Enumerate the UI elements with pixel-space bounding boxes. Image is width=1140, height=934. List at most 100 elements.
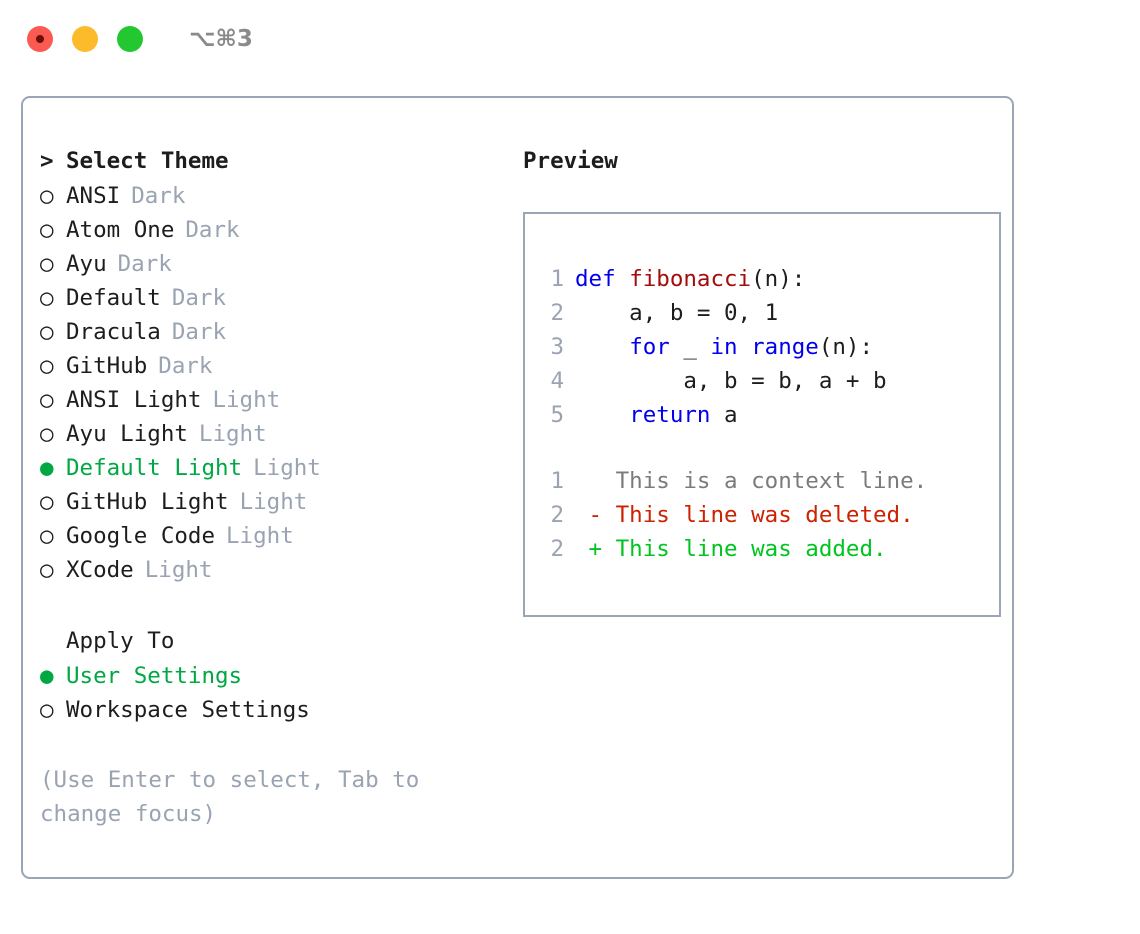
theme-list-item[interactable]: ○ Default Dark xyxy=(40,281,510,315)
apply-to-header-spacer-icon: ○ xyxy=(40,624,66,658)
theme-name-label: XCode xyxy=(66,557,134,583)
maximize-window-button[interactable] xyxy=(117,26,143,52)
diff-spacer xyxy=(544,432,999,464)
preview-box: 1 def fibonacci(n): 2 a, b = 0, 1 3 for _ i… xyxy=(523,212,1001,617)
theme-variant-badge: Dark xyxy=(117,251,172,277)
radio-unselected-icon: ○ xyxy=(40,697,54,723)
theme-list-item[interactable]: ○ Google Code Light xyxy=(40,519,510,553)
preview-title: Preview xyxy=(523,148,618,174)
radio-unselected-icon: ○ xyxy=(40,421,54,447)
keyboard-hint-text: (Use Enter to select, Tab to change focu… xyxy=(40,767,420,827)
radio-unselected-icon: ○ xyxy=(40,387,54,413)
theme-variant-badge: Dark xyxy=(171,319,227,345)
apply-to-option-label: Workspace Settings xyxy=(66,697,310,723)
code-token xyxy=(575,402,629,428)
theme-name-label: ANSI xyxy=(66,183,121,209)
apply-to-header-label: Apply To xyxy=(66,628,175,654)
theme-list-item[interactable]: ○ Dracula Dark xyxy=(40,315,510,349)
theme-variant-badge: Light xyxy=(212,387,281,413)
theme-name-label: Ayu xyxy=(66,251,107,277)
line-number: 1 xyxy=(550,266,564,292)
window-controls xyxy=(27,26,143,52)
title-bar: ⌥⌘3 xyxy=(0,0,1140,78)
theme-variant-badge: Light xyxy=(226,523,294,549)
theme-list-item[interactable]: ○ GitHub Dark xyxy=(40,349,510,383)
theme-variant-badge: Dark xyxy=(158,353,213,379)
radio-selected-icon: ● xyxy=(40,455,54,481)
line-number: 3 xyxy=(550,334,564,360)
radio-selected-icon: ● xyxy=(40,663,54,689)
code-token: def xyxy=(575,266,630,292)
code-token: for xyxy=(629,334,670,360)
radio-unselected-icon: ○ xyxy=(40,285,54,311)
code-token: a, b = b, a + b xyxy=(575,368,887,394)
caret-prefix-icon: > xyxy=(40,148,54,174)
radio-unselected-icon: ○ xyxy=(40,523,54,549)
theme-name-label: GitHub xyxy=(66,353,148,379)
theme-list-item[interactable]: ● Default Light Light xyxy=(40,451,510,485)
code-token: _ xyxy=(669,334,711,360)
close-window-button[interactable] xyxy=(27,26,53,52)
line-number: 5 xyxy=(550,402,564,428)
theme-name-label: GitHub Light xyxy=(66,489,229,515)
theme-variant-badge: Dark xyxy=(131,183,186,209)
apply-to-options: ● User Settings ○ Workspace Settings xyxy=(40,659,510,727)
code-token xyxy=(738,334,752,360)
diff-line-text: - This line was deleted. xyxy=(575,502,914,528)
theme-variant-badge: Light xyxy=(239,489,308,515)
theme-name-label: Google Code xyxy=(66,523,216,549)
code-token: in xyxy=(710,334,738,360)
apply-to-option-label: User Settings xyxy=(66,663,243,689)
theme-list-item[interactable]: ○ ANSI Light Light xyxy=(40,383,510,417)
line-number: 1 xyxy=(550,468,564,494)
radio-unselected-icon: ○ xyxy=(40,353,54,379)
apply-to-option[interactable]: ● User Settings xyxy=(40,659,510,693)
theme-variant-badge: Light xyxy=(198,421,267,447)
theme-list-item[interactable]: ○ Ayu Dark xyxy=(40,247,510,281)
apply-to-header: ○Apply To xyxy=(40,624,510,658)
section-spacer xyxy=(40,587,510,624)
code-sample: 1 def fibonacci(n): 2 a, b = 0, 1 3 for _ i… xyxy=(544,262,999,432)
theme-name-label: Dracula xyxy=(66,319,161,345)
theme-variant-badge: Dark xyxy=(171,285,227,311)
minimize-window-button[interactable] xyxy=(72,26,98,52)
theme-name-label: ANSI Light xyxy=(66,387,202,413)
apply-to-option[interactable]: ○ Workspace Settings xyxy=(40,693,510,727)
diff-line: 2 + This line was added. xyxy=(544,532,999,566)
theme-name-label: Default xyxy=(66,285,161,311)
theme-name-label: Default Light xyxy=(66,455,243,481)
diff-line: 1 This is a context line. xyxy=(544,464,999,498)
theme-list-item[interactable]: ○ ANSI Dark xyxy=(40,179,510,213)
select-theme-header: > Select Theme xyxy=(40,144,510,178)
radio-unselected-icon: ○ xyxy=(40,183,54,209)
keyboard-shortcut-label: ⌥⌘3 xyxy=(189,26,253,52)
theme-variant-badge: Light xyxy=(253,455,321,481)
radio-unselected-icon: ○ xyxy=(40,319,54,345)
radio-unselected-icon: ○ xyxy=(40,557,54,583)
code-line: 4 a, b = b, a + b xyxy=(544,364,999,398)
line-number: 2 xyxy=(550,300,564,326)
code-token: fibonacci xyxy=(629,266,752,292)
code-line: 5 return a xyxy=(544,398,999,432)
theme-name-label: Atom One xyxy=(66,217,175,243)
code-line: 1 def fibonacci(n): xyxy=(544,262,999,296)
code-token: return xyxy=(629,402,711,428)
diff-line-text: This is a context line. xyxy=(575,468,928,494)
code-token: (n): xyxy=(751,266,806,292)
code-token xyxy=(575,334,629,360)
radio-unselected-icon: ○ xyxy=(40,251,54,277)
code-token: a xyxy=(710,402,738,428)
diff-sample: 1 This is a context line. 2 - This line w… xyxy=(544,464,999,566)
select-theme-header-label: Select Theme xyxy=(66,148,229,174)
code-line: 2 a, b = 0, 1 xyxy=(544,296,999,330)
preview-pane: Preview 1 def fibonacci(n): 2 a, b = 0, 1 3… xyxy=(510,144,1012,877)
line-number: 2 xyxy=(550,502,564,528)
diff-line-text: + This line was added. xyxy=(575,536,887,562)
